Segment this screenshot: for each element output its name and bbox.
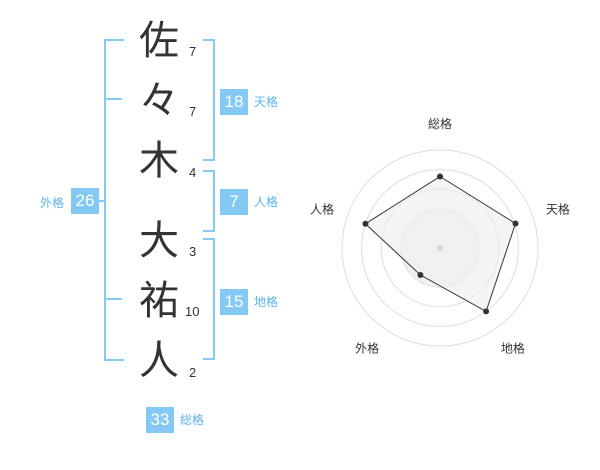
bracket-tick [98, 200, 106, 202]
stroke-count-3: 4 [189, 165, 197, 180]
radar-area [364, 175, 517, 313]
bracket-tick [104, 298, 122, 300]
radar-point [362, 220, 369, 227]
jinkaku-value: 7 [220, 189, 248, 215]
radar-grid-ring [361, 169, 519, 327]
name-char-5: 祐 [139, 278, 179, 324]
jinkaku-label: 人格 [254, 195, 279, 209]
chikaku-value: 15 [220, 289, 248, 315]
radar-points [362, 173, 519, 315]
stroke-count-1: 7 [189, 44, 197, 59]
name-char-6: 人 [139, 338, 179, 384]
tenkaku-label: 天格 [254, 95, 279, 109]
gaikaku-label: 外格 [40, 196, 65, 210]
chikaku-bracket-line [203, 238, 215, 360]
radar-axis-label: 地格 [501, 340, 525, 355]
radar-axis-label: 人格 [310, 202, 334, 217]
jinkaku-bracket-line [203, 170, 215, 232]
name-char-2: 々 [139, 78, 179, 124]
radar-point [483, 308, 490, 315]
radar-axis-label: 外格 [355, 340, 379, 355]
stroke-count-5: 10 [185, 304, 200, 319]
radar-axis-label: 天格 [546, 202, 570, 217]
soukaku-label: 総格 [180, 413, 205, 427]
tenkaku-bracket-line [203, 39, 215, 161]
gaikaku-bracket-line [104, 39, 124, 361]
chikaku-label: 地格 [254, 295, 279, 309]
gaikaku-value: 26 [71, 188, 99, 214]
name-char-3: 木 [139, 138, 179, 184]
radar-axis-label: 総格 [428, 116, 452, 131]
name-char-4: 大 [139, 218, 179, 264]
bracket-tick [104, 98, 122, 100]
name-char-1: 佐 [139, 18, 179, 64]
stroke-count-4: 3 [189, 244, 197, 259]
radar-point [512, 220, 519, 227]
radar-point [417, 271, 424, 278]
stroke-count-6: 2 [189, 365, 197, 380]
tenkaku-value: 18 [220, 89, 248, 115]
radar-grid-ring [341, 149, 539, 347]
radar-point [437, 173, 443, 180]
stroke-count-2: 7 [189, 104, 197, 119]
soukaku-value: 33 [146, 407, 174, 433]
